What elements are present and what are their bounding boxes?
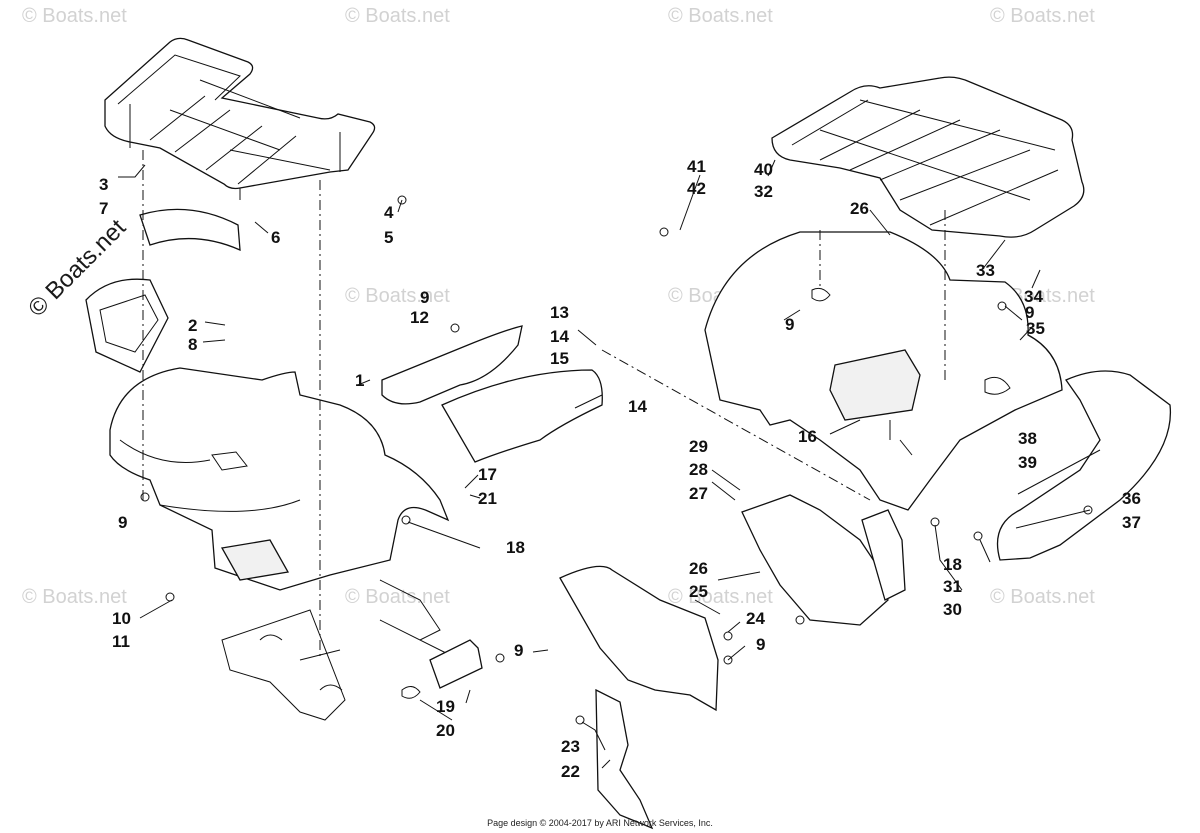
callout-13: 13 bbox=[550, 303, 569, 322]
headlight-cover[interactable] bbox=[85, 208, 241, 373]
watermark: © Boats.net bbox=[668, 5, 773, 27]
callout-42: 42 bbox=[687, 179, 706, 198]
footwell-panel[interactable] bbox=[559, 565, 719, 830]
rear-splash-guard[interactable] bbox=[996, 370, 1172, 561]
callout-9: 9 bbox=[1025, 303, 1034, 322]
callout-41: 41 bbox=[687, 157, 706, 176]
watermark: © Boats.net bbox=[345, 586, 450, 608]
callout-37: 37 bbox=[1122, 513, 1141, 532]
callout-32: 32 bbox=[754, 182, 773, 201]
callout-28: 28 bbox=[689, 460, 708, 479]
callout-26: 26 bbox=[850, 199, 869, 218]
callout-23: 23 bbox=[561, 737, 580, 756]
callout-2: 2 bbox=[188, 316, 197, 335]
watermark: © Boats.net bbox=[990, 586, 1095, 608]
callout-9: 9 bbox=[118, 513, 127, 532]
callout-33: 33 bbox=[976, 261, 995, 280]
watermark: © Boats.net bbox=[990, 5, 1095, 27]
callout-9: 9 bbox=[756, 635, 765, 654]
frame-bracket bbox=[221, 579, 461, 721]
callout-19: 19 bbox=[436, 697, 455, 716]
callout-20: 20 bbox=[436, 721, 455, 740]
front-fender[interactable] bbox=[109, 367, 450, 591]
callout-14: 14 bbox=[550, 327, 569, 346]
alignment-lines bbox=[142, 150, 946, 660]
callout-27: 27 bbox=[689, 484, 708, 503]
callout-6: 6 bbox=[271, 228, 280, 247]
watermark: © Boats.net bbox=[345, 5, 450, 27]
callout-9: 9 bbox=[785, 315, 794, 334]
callout-15: 15 bbox=[550, 349, 569, 368]
callout-17: 17 bbox=[478, 465, 497, 484]
callout-26: 26 bbox=[689, 559, 708, 578]
callout-5: 5 bbox=[384, 228, 393, 247]
callout-9: 9 bbox=[420, 288, 429, 307]
callout-35: 35 bbox=[1026, 319, 1045, 338]
callout-30: 30 bbox=[943, 600, 962, 619]
callout-40: 40 bbox=[754, 160, 773, 179]
callout-18: 18 bbox=[943, 555, 962, 574]
inner-mud-guard[interactable] bbox=[741, 494, 906, 626]
page-footer: Page design © 2004-2017 by ARI Network S… bbox=[487, 818, 713, 828]
callout-9: 9 bbox=[514, 641, 523, 660]
callout-25: 25 bbox=[689, 582, 708, 601]
callout-1: 1 bbox=[355, 371, 364, 390]
front-rack[interactable] bbox=[104, 37, 376, 200]
leader-lines bbox=[118, 159, 1101, 769]
callout-7: 7 bbox=[99, 199, 108, 218]
callout-21: 21 bbox=[478, 489, 497, 508]
watermark: © Boats.net bbox=[22, 586, 127, 608]
callout-16: 16 bbox=[798, 427, 817, 446]
callout-31: 31 bbox=[943, 577, 962, 596]
small-bracket bbox=[401, 639, 483, 699]
callout-11: 11 bbox=[112, 632, 130, 651]
callout-24: 24 bbox=[746, 609, 765, 628]
rear-fender[interactable] bbox=[704, 231, 1063, 511]
watermark: © Boats.net bbox=[22, 5, 127, 27]
callout-38: 38 bbox=[1018, 429, 1037, 448]
callout-labels: 3 7 6 4 5 2 8 1 9 9 12 13 14 15 14 17 21… bbox=[99, 157, 1141, 781]
callout-10: 10 bbox=[112, 609, 131, 628]
watermark: © Boats.net bbox=[668, 586, 773, 608]
callout-29: 29 bbox=[689, 437, 708, 456]
callout-22: 22 bbox=[561, 762, 580, 781]
callout-4: 4 bbox=[384, 203, 394, 222]
callout-8: 8 bbox=[188, 335, 197, 354]
callout-12: 12 bbox=[410, 308, 429, 327]
callout-14: 14 bbox=[628, 397, 647, 416]
callout-39: 39 bbox=[1018, 453, 1037, 472]
watermark: © Boats.net bbox=[345, 285, 450, 307]
callout-34: 34 bbox=[1024, 287, 1043, 306]
callout-36: 36 bbox=[1122, 489, 1141, 508]
rear-rack[interactable] bbox=[771, 76, 1085, 238]
callout-3: 3 bbox=[99, 175, 108, 194]
callout-18: 18 bbox=[506, 538, 525, 557]
side-panel-left[interactable] bbox=[381, 325, 603, 463]
